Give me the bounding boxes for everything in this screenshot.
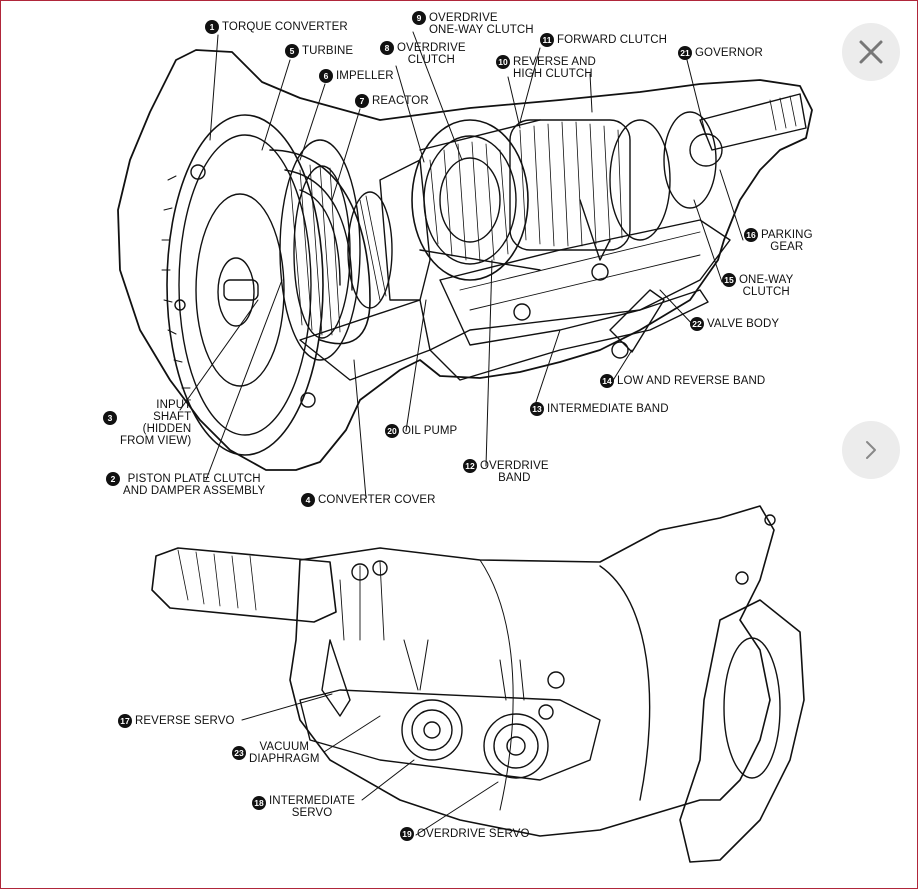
label-parking-gear: 16 PARKING GEAR [744,228,813,253]
label-overdrive-servo: 19 OVERDRIVE SERVO [400,827,530,841]
callout-number: 18 [252,796,266,810]
callout-number: 12 [463,459,477,473]
label-text: VALVE BODY [707,318,780,330]
label-vacuum-diaphragm: 23 VACUUM DIAPHRAGM [232,741,320,765]
label-text: REACTOR [372,95,429,107]
label-overdrive-band: 12 OVERDRIVE BAND [463,459,549,484]
label-overdrive-clutch: 8 OVERDRIVE CLUTCH [380,41,466,66]
callout-number: 10 [496,55,510,69]
label-input-shaft: 3 INPUT SHAFT (HIDDEN FROM VIEW) [103,399,191,447]
label-text: OVERDRIVE SERVO [417,828,530,840]
callout-number: 5 [285,44,299,58]
label-oil-pump: 20 OIL PUMP [385,424,458,438]
label-text: INTERMEDIATE SERVO [269,795,355,819]
callout-number: 21 [678,46,692,60]
label-forward-clutch: 11 FORWARD CLUTCH [540,33,668,47]
label-valve-body: 22 VALVE BODY [690,317,780,331]
callout-number: 6 [319,69,333,83]
label-text: IMPELLER [336,70,394,82]
callout-number: 1 [205,20,219,34]
label-overdrive-one-way-clutch: 9 OVERDRIVE ONE-WAY CLUTCH [412,11,534,36]
callout-number: 7 [355,94,369,108]
label-text: PARKING GEAR [761,229,813,253]
close-button[interactable] [842,23,900,81]
chevron-right-icon [866,441,876,459]
label-text: VACUUM DIAPHRAGM [249,741,320,765]
label-text: INPUT SHAFT (HIDDEN FROM VIEW) [120,399,192,447]
label-text: REVERSE AND HIGH CLUTCH [513,56,596,80]
label-text: ONE-WAY CLUTCH [739,274,794,298]
callout-number: 13 [530,402,544,416]
label-text: LOW AND REVERSE BAND [617,375,766,387]
label-converter-cover: 4 CONVERTER COVER [301,493,436,507]
label-text: REVERSE SERVO [135,715,235,727]
label-text: INTERMEDIATE BAND [547,403,669,415]
label-intermediate-band: 13 INTERMEDIATE BAND [530,402,669,416]
label-text: GOVERNOR [695,47,763,59]
label-text: OIL PUMP [402,425,458,437]
label-text: CONVERTER COVER [318,494,436,506]
label-text: OVERDRIVE CLUTCH [397,42,466,66]
leader-lines-lower [241,693,499,836]
close-icon [859,40,883,64]
label-intermediate-servo: 18 INTERMEDIATE SERVO [252,795,355,819]
leader-lines-upper [179,31,744,499]
callout-number: 19 [400,827,414,841]
label-text: PISTON PLATE CLUTCH AND DAMPER ASSEMBLY [123,473,266,497]
label-reverse-servo: 17 REVERSE SERVO [118,714,235,728]
callout-number: 14 [600,374,614,388]
label-low-reverse-band: 14 LOW AND REVERSE BAND [600,374,766,388]
callout-number: 9 [412,11,426,25]
label-governor: 21 GOVERNOR [678,46,763,60]
callout-number: 23 [232,746,246,760]
callout-number: 4 [301,493,315,507]
callout-number: 16 [744,228,758,242]
callout-number: 2 [106,472,120,486]
callout-number: 8 [380,41,394,55]
callout-number: 11 [540,33,554,47]
label-text: TURBINE [302,45,354,57]
label-text: TORQUE CONVERTER [222,21,348,33]
label-text: OVERDRIVE BAND [480,460,549,484]
label-torque-converter: 1 TORQUE CONVERTER [205,20,348,34]
label-reactor: 7 REACTOR [355,94,429,108]
external-transmission [151,505,805,863]
label-text: OVERDRIVE ONE-WAY CLUTCH [429,12,534,36]
callout-number: 17 [118,714,132,728]
label-impeller: 6 IMPELLER [319,69,394,83]
label-text: FORWARD CLUTCH [557,34,668,46]
callout-number: 20 [385,424,399,438]
callout-number: 15 [722,273,736,287]
label-one-way-clutch: 15 ONE-WAY CLUTCH [722,273,794,298]
cutaway-transmission [117,49,813,471]
next-image-button[interactable] [842,421,900,479]
label-turbine: 5 TURBINE [285,44,354,58]
callout-number: 3 [103,411,117,425]
label-piston-plate-clutch: 2 PISTON PLATE CLUTCH AND DAMPER ASSEMBL… [106,472,266,497]
callout-number: 22 [690,317,704,331]
label-reverse-high-clutch: 10 REVERSE AND HIGH CLUTCH [496,55,596,80]
